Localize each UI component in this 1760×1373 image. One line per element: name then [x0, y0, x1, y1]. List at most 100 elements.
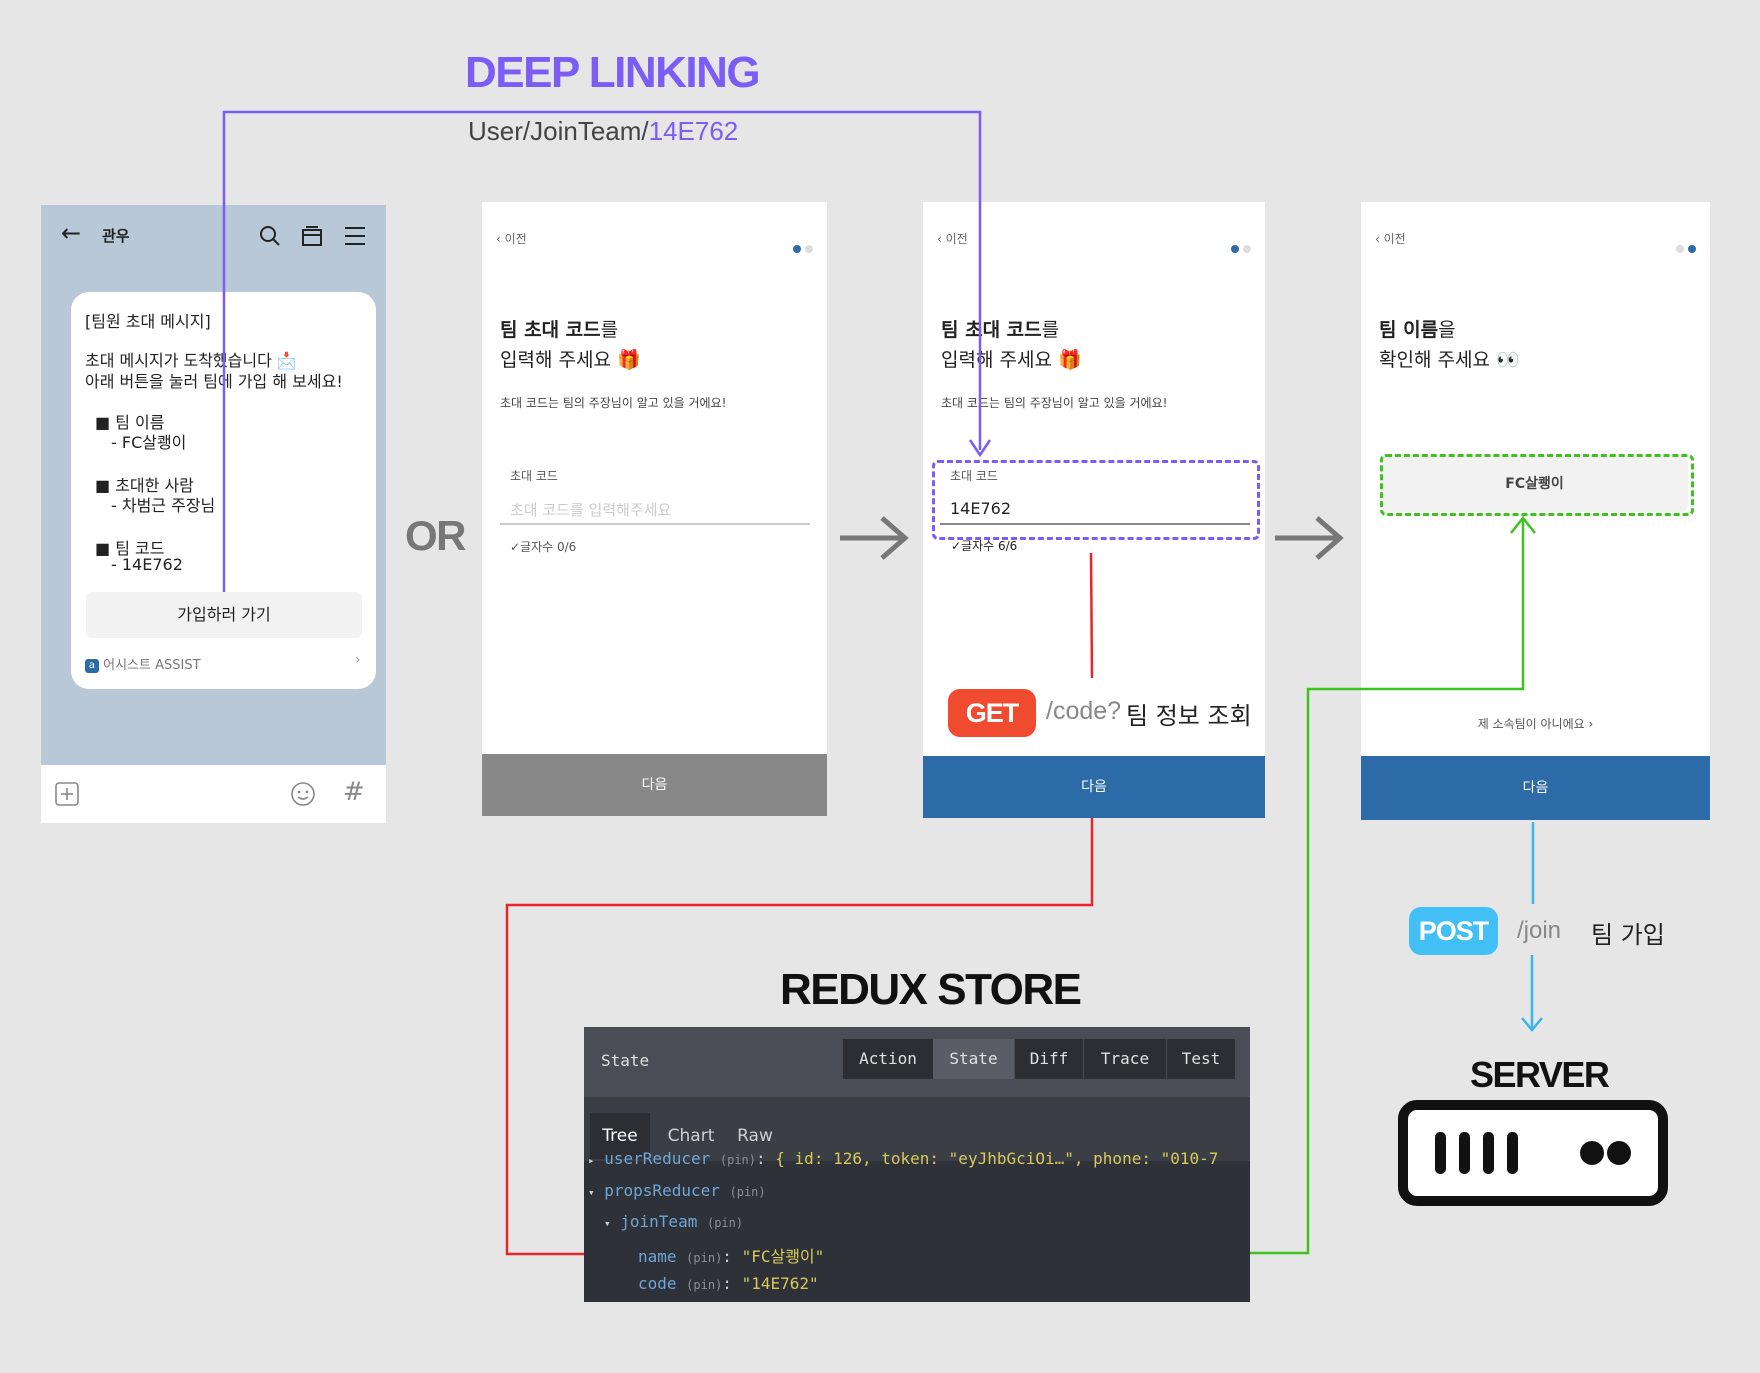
- page-indicator: [1672, 238, 1696, 257]
- get-method-badge: GET: [948, 689, 1036, 737]
- input-underline: [940, 523, 1250, 525]
- pin-label[interactable]: (pin): [719, 1153, 756, 1167]
- pin-label[interactable]: (pin): [686, 1278, 723, 1292]
- pin-label[interactable]: (pin): [729, 1185, 766, 1199]
- tree-row-name[interactable]: name (pin): "FC살쾡이": [638, 1247, 825, 1266]
- tree-key: code: [638, 1274, 677, 1293]
- screen-heading-line2: 확인해 주세요 👀: [1379, 349, 1520, 371]
- bubble-line: ■ 팀 이름: [95, 413, 165, 432]
- heading-rest: 를: [1041, 319, 1060, 341]
- pin-label[interactable]: (pin): [686, 1251, 723, 1265]
- flow-arrow-icon: [1275, 516, 1344, 560]
- subtab-raw[interactable]: Raw: [737, 1126, 773, 1146]
- tab-state[interactable]: State: [933, 1039, 1014, 1079]
- subtab-tree[interactable]: Tree: [590, 1113, 650, 1159]
- team-name-confirm-screen: ‹ 이전 팀 이름을 확인해 주세요 👀 FC살쾡이 제 소속팀이 아니에요 ›…: [1361, 202, 1710, 820]
- tab-diff[interactable]: Diff: [1015, 1039, 1083, 1079]
- team-name-arrowhead: [1510, 515, 1536, 534]
- search-icon[interactable]: [259, 225, 281, 247]
- back-link[interactable]: ‹ 이전: [1375, 232, 1406, 246]
- store-connector: [505, 818, 1094, 1256]
- invite-code-input[interactable]: 초대 코드를 입력해주세요: [510, 501, 672, 519]
- screen-heading: 팀 초대 코드를: [500, 315, 618, 342]
- hashtag-icon[interactable]: #: [343, 777, 365, 807]
- devtools-subtabs: Tree Chart Raw: [584, 1097, 1250, 1161]
- heading-bold: 팀 초대 코드: [941, 319, 1042, 341]
- tree-value: "FC살쾡이": [741, 1247, 825, 1266]
- collapse-arrow-icon[interactable]: ▾: [604, 1217, 611, 1230]
- char-counter: ✓글자수 0/6: [510, 540, 577, 554]
- bubble-line: 아래 버튼을 눌러 팀에 가입 해 보세요!: [85, 372, 343, 391]
- tree-row-props-reducer[interactable]: ▾ propsReducer (pin): [588, 1181, 766, 1200]
- tab-test[interactable]: Test: [1167, 1039, 1235, 1079]
- tree-key: joinTeam: [620, 1212, 698, 1231]
- post-path: /join: [1517, 917, 1562, 944]
- invite-code-input[interactable]: 14E762: [950, 499, 1012, 518]
- post-method-badge: POST: [1409, 907, 1498, 955]
- tree-row-user-reducer[interactable]: ▸ userReducer (pin): { id: 126, token: "…: [588, 1149, 1219, 1168]
- back-link[interactable]: ‹ 이전: [496, 232, 527, 246]
- redux-store-title: REDUX STORE: [780, 965, 1082, 1014]
- redux-devtools-panel: State Action State Diff Trace Test Tree …: [584, 1027, 1250, 1302]
- screen-heading: 팀 초대 코드를: [941, 315, 1059, 342]
- tree-row-code[interactable]: code (pin): "14E762": [638, 1274, 819, 1293]
- deep-link-target-highlight: [932, 460, 1260, 540]
- heading-rest: 를: [600, 319, 619, 341]
- pin-label[interactable]: (pin): [706, 1216, 744, 1230]
- not-my-team-link[interactable]: 제 소속팀이 아니에요 ›: [1477, 717, 1594, 731]
- bubble-line: - FC살쾡이: [111, 433, 187, 452]
- next-button[interactable]: 다음: [1361, 756, 1710, 820]
- emoji-icon[interactable]: [290, 781, 316, 807]
- field-label: 초대 코드: [510, 469, 558, 483]
- tree-value: "14E762": [741, 1274, 819, 1293]
- or-label: OR: [405, 512, 467, 559]
- chat-title: 관우: [102, 227, 130, 245]
- invite-message-bubble: [팀원 초대 메시지] 초대 메시지가 도착했습니다 📩 아래 버튼을 눌러 팀…: [71, 292, 376, 689]
- deep-link-path-code: 14E762: [648, 116, 739, 146]
- back-arrow-icon[interactable]: ←: [61, 219, 82, 247]
- collapse-arrow-icon[interactable]: ▾: [588, 1186, 595, 1199]
- chat-topbar: ← 관우: [41, 205, 386, 265]
- next-button[interactable]: 다음: [923, 756, 1265, 818]
- bubble-line: ■ 초대한 사람: [95, 476, 194, 495]
- field-label: 초대 코드: [950, 469, 998, 483]
- heading-bold: 팀 이름: [1379, 319, 1439, 341]
- devtools-header: State Action State Diff Trace Test: [584, 1027, 1250, 1097]
- deep-link-path-prefix: User/JoinTeam/: [468, 116, 649, 146]
- tree-key: name: [638, 1247, 677, 1266]
- chevron-right-icon[interactable]: ›: [355, 652, 361, 668]
- page-indicator: [789, 238, 813, 257]
- plus-icon[interactable]: [55, 782, 79, 806]
- bubble-line: [팀원 초대 메시지]: [85, 312, 211, 331]
- tree-key: userReducer: [604, 1149, 711, 1168]
- post-label: 팀 가입: [1591, 921, 1665, 949]
- tab-trace[interactable]: Trace: [1084, 1039, 1166, 1079]
- archive-icon[interactable]: [301, 225, 323, 247]
- back-link[interactable]: ‹ 이전: [937, 232, 968, 246]
- deep-link-connector: [222, 110, 982, 592]
- bubble-line: - 차범근 주장님: [111, 496, 216, 515]
- bubble-line: ■ 팀 코드: [95, 539, 165, 558]
- subtab-chart[interactable]: Chart: [667, 1126, 715, 1146]
- deep-link-path: User/JoinTeam/14E762: [468, 116, 738, 147]
- tree-row-join-team[interactable]: ▾ joinTeam (pin): [604, 1212, 743, 1231]
- get-connector: [1089, 552, 1094, 679]
- chat-input-bar: #: [41, 765, 386, 823]
- assist-footer: a 어시스트 ASSIST: [85, 654, 201, 673]
- expand-arrow-icon[interactable]: ▸: [588, 1154, 595, 1167]
- invite-code-screen-empty: ‹ 이전 팀 초대 코드를 입력해 주세요 🎁 초대 코드는 팀의 주장님이 알…: [482, 202, 827, 816]
- server-icon: [1398, 1100, 1668, 1206]
- bubble-line: 초대 메시지가 도착했습니다 📩: [85, 351, 297, 370]
- next-button-disabled[interactable]: 다음: [482, 754, 827, 816]
- server-label: SERVER: [1470, 1054, 1610, 1095]
- team-name-value: FC살쾡이: [1505, 476, 1564, 492]
- deep-link-arrowhead: [968, 439, 992, 458]
- menu-icon[interactable]: [343, 225, 367, 247]
- flow-arrow-icon: [840, 516, 909, 560]
- post-arrowhead: [1521, 1017, 1543, 1032]
- tree-value: { id: 126, token: "eyJhbGciOi…", phone: …: [775, 1149, 1219, 1168]
- join-button[interactable]: 가입하러 가기: [86, 592, 362, 638]
- screen-heading-line2: 입력해 주세요 🎁: [941, 349, 1082, 371]
- tab-action[interactable]: Action: [843, 1039, 933, 1079]
- input-underline: [500, 523, 810, 525]
